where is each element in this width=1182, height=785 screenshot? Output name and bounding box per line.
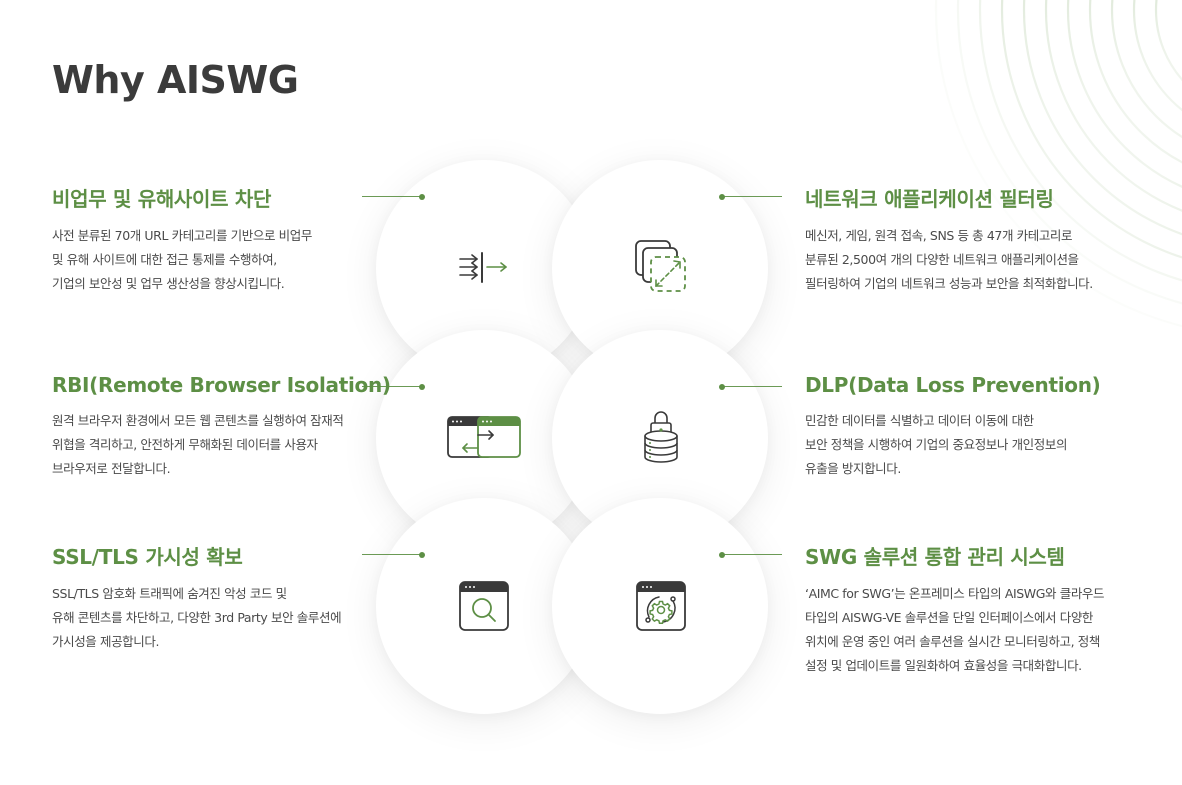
feature-desc-line: ‘AIMC for SWG’는 온프레미스 타입의 AISWG와 클라우드 [805,586,1105,601]
feature-desc-line: 필터링하여 기업의 네트워크 성능과 보안을 최적화합니다. [805,276,1093,291]
feature-title: DLP(Data Loss Prevention) [805,373,1101,397]
connector-dot [419,383,425,390]
feature-ssl-visibility: SSL/TLS 가시성 확보 SSL/TLS 암호화 트래픽에 숨겨진 악성 코… [52,541,342,654]
browser-isolation-icon [446,414,522,462]
connector-6 [719,551,782,558]
feature-desc-line: 분류된 2,500여 개의 다양한 네트워크 애플리케이션을 [805,252,1079,267]
feature-desc-line: 설정 및 업데이트를 일원화하여 효율성을 극대화합니다. [805,658,1082,673]
layered-filter-icon [632,238,692,298]
connector-dot [719,383,725,390]
block-arrows-icon [456,248,512,288]
connector-dot [419,193,425,200]
browser-gear-icon [635,580,687,632]
feature-title: RBI(Remote Browser Isolation) [52,373,391,397]
feature-desc-line: 원격 브라우저 환경에서 모든 웹 콘텐츠를 실행하여 잠재적 [52,413,344,428]
page-title: Why AISWG [52,58,299,102]
feature-desc-line: 메신저, 게임, 원격 접속, SNS 등 총 47개 카테고리로 [805,228,1073,243]
feature-title: 비업무 및 유해사이트 차단 [52,187,272,211]
connector-2 [719,193,782,200]
feature-desc-line: 브라우저로 전달합니다. [52,461,171,476]
feature-title: SWG 솔루션 통합 관리 시스템 [805,545,1065,569]
connector-5 [362,551,425,558]
browser-search-icon [458,580,510,632]
connector-dot [719,551,725,558]
feature-desc-line: 사전 분류된 70개 URL 카테고리를 기반으로 비업무 [52,228,312,243]
feature-app-filtering: 네트워크 애플리케이션 필터링 메신저, 게임, 원격 접속, SNS 등 총 … [805,183,1093,296]
connector-1 [362,193,425,200]
feature-dlp: DLP(Data Loss Prevention) 민감한 데이터를 식별하고 … [805,373,1101,481]
connector-dot [719,193,725,200]
feature-desc-line: 위치에 운영 중인 여러 솔루션을 실시간 모니터링하고, 정책 [805,634,1100,649]
feature-desc-line: 유해 콘텐츠를 차단하고, 다양한 3rd Party 보안 솔루션에 [52,610,342,625]
connector-3 [362,383,425,390]
feature-desc-line: 보안 정책을 시행하여 기업의 중요정보나 개인정보의 [805,437,1068,452]
feature-desc-line: 및 유해 사이트에 대한 접근 통제를 수행하여, [52,252,277,267]
feature-title: 네트워크 애플리케이션 필터링 [805,187,1054,211]
feature-desc-line: 민감한 데이터를 식별하고 데이터 이동에 대한 [805,413,1034,428]
feature-desc-line: SSL/TLS 암호화 트래픽에 숨겨진 악성 코드 및 [52,586,287,601]
database-lock-icon [638,408,684,466]
connector-dot [419,551,425,558]
feature-desc-line: 타입의 AISWG-VE 솔루션을 단일 인터페이스에서 다양한 [805,610,1094,625]
feature-rbi: RBI(Remote Browser Isolation) 원격 브라우저 환경… [52,373,391,481]
feature-desc-line: 위협을 격리하고, 안전하게 무해화된 데이터를 사용자 [52,437,318,452]
connector-4 [719,383,782,390]
feature-desc-line: 가시성을 제공합니다. [52,634,160,649]
feature-management-system: SWG 솔루션 통합 관리 시스템 ‘AIMC for SWG’는 온프레미스 … [805,541,1105,678]
feature-title: SSL/TLS 가시성 확보 [52,545,243,569]
feature-desc-line: 유출을 방지합니다. [805,461,901,476]
feature-url-filtering: 비업무 및 유해사이트 차단 사전 분류된 70개 URL 카테고리를 기반으로… [52,183,312,296]
feature-desc-line: 기업의 보안성 및 업무 생산성을 향상시킵니다. [52,276,285,291]
